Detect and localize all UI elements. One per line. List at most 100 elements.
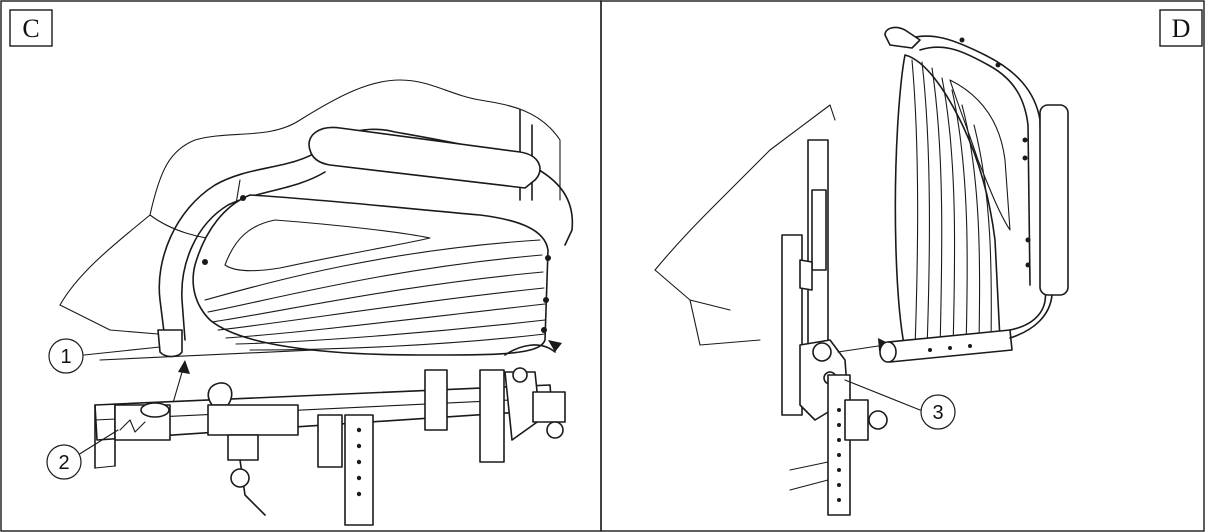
- footrest-knob-d: [868, 410, 888, 430]
- frame-post: [317, 414, 343, 468]
- footrest-tube-d: [827, 374, 851, 516]
- panel-rib-d: [931, 67, 943, 351]
- rivet: [928, 348, 932, 352]
- front-tube-d: [781, 234, 803, 416]
- socket-opening: [140, 402, 170, 418]
- panel-rib: [204, 239, 541, 301]
- panel-rib: [211, 271, 544, 323]
- panel-rib-d: [921, 61, 930, 350]
- lever-clamp-lower: [227, 434, 259, 461]
- adjust-hole: [356, 491, 362, 497]
- panel-d: D 3: [600, 0, 1205, 532]
- insert-arrow-d: [837, 344, 886, 353]
- armrest-frame-d-inner: [919, 46, 1031, 286]
- footrest-tube: [344, 414, 374, 526]
- hinge-bolt: [512, 367, 528, 383]
- rotation-arrow-head: [548, 340, 562, 352]
- panel-rib: [207, 254, 543, 313]
- side-rail-line: [94, 397, 553, 421]
- rivet: [1022, 137, 1028, 143]
- armrest-frame-d: [904, 35, 1047, 336]
- lever-knob: [207, 382, 233, 406]
- adjust-hole: [837, 498, 841, 502]
- adjust-hole: [837, 453, 841, 457]
- side-panel-window: [224, 219, 431, 272]
- callout-2-number: 2: [58, 452, 69, 474]
- panel-rib: [217, 287, 545, 331]
- callout-1-leader: [83, 346, 161, 356]
- lever-clamp: [207, 404, 299, 436]
- callout-3-circle: [920, 394, 956, 430]
- seat-edge: [59, 304, 171, 336]
- panel-c-label-box: [9, 9, 53, 47]
- panel-rib: [235, 319, 546, 345]
- rivet: [541, 327, 547, 333]
- adjust-hole: [837, 438, 841, 442]
- panel-d-label: D: [1172, 14, 1191, 43]
- panel-lower-tube-end: [879, 341, 897, 363]
- rivet: [995, 62, 1001, 68]
- socket-spring: [119, 419, 146, 433]
- back-tube-sleeve: [811, 189, 827, 271]
- crossbar-d: [789, 461, 829, 471]
- side-panel-c: [192, 194, 549, 356]
- panel-rib: [225, 303, 546, 339]
- rivet: [948, 346, 952, 350]
- callout-2-leader: [77, 429, 119, 456]
- armrest-tip-d: [884, 26, 921, 49]
- lever-handle-grip: [230, 468, 250, 488]
- adjust-hole: [356, 443, 362, 449]
- callout-3-number: 3: [932, 402, 943, 424]
- panel-c-label: C: [22, 14, 39, 43]
- lever-handle: [239, 459, 266, 516]
- panel-d-label-box: [1159, 9, 1203, 47]
- side-panel-window-d: [949, 79, 1011, 231]
- panel-rib-d: [961, 104, 981, 347]
- adjust-hole: [356, 459, 362, 465]
- panel-rib-d: [911, 59, 919, 349]
- frame-post: [424, 369, 448, 431]
- callout-3-leader: [844, 379, 921, 411]
- insert-arrow-head: [178, 360, 190, 374]
- hinge-bolt-d: [812, 342, 832, 362]
- latch-d: [799, 259, 813, 291]
- rivet: [959, 37, 965, 43]
- panel-c: C 1 2: [0, 0, 602, 532]
- panel-rib-d: [941, 77, 956, 351]
- rivet: [240, 195, 246, 201]
- rivet: [1025, 237, 1031, 243]
- rivet: [1025, 262, 1031, 268]
- crossbar-d: [789, 479, 829, 491]
- seat-cushion-outline: [59, 79, 561, 306]
- panel-rib-d: [951, 89, 968, 350]
- rivet: [543, 297, 549, 303]
- rivet: [545, 255, 551, 261]
- seat-edge-d: [654, 269, 731, 311]
- rivet: [1022, 155, 1028, 161]
- adjust-hole: [356, 427, 362, 433]
- seat-front-d: [689, 299, 761, 346]
- adjust-hole: [837, 408, 841, 412]
- adjust-hole: [356, 475, 362, 481]
- armrest-pad-d: [1039, 104, 1069, 296]
- seat-outline-d: [654, 104, 836, 271]
- footrest-clamp-d: [844, 399, 869, 441]
- callout-2-circle: [46, 444, 82, 480]
- front-peg: [157, 329, 183, 358]
- rail-end-plate: [94, 465, 116, 469]
- rivet: [968, 344, 972, 348]
- armrest-tube-inner: [181, 171, 326, 341]
- adjust-hole: [837, 468, 841, 472]
- panel-rib-d: [973, 124, 992, 344]
- rear-clamp: [532, 391, 566, 423]
- armrest-pad-underside: [329, 164, 526, 189]
- adjust-hole: [837, 423, 841, 427]
- panel-lower-bend-d: [1009, 294, 1053, 339]
- adjust-hole: [837, 483, 841, 487]
- rivet: [202, 259, 208, 265]
- panel-rib: [249, 333, 546, 351]
- panel-d-frame: [600, 0, 1205, 532]
- armrest-pad: [308, 126, 541, 189]
